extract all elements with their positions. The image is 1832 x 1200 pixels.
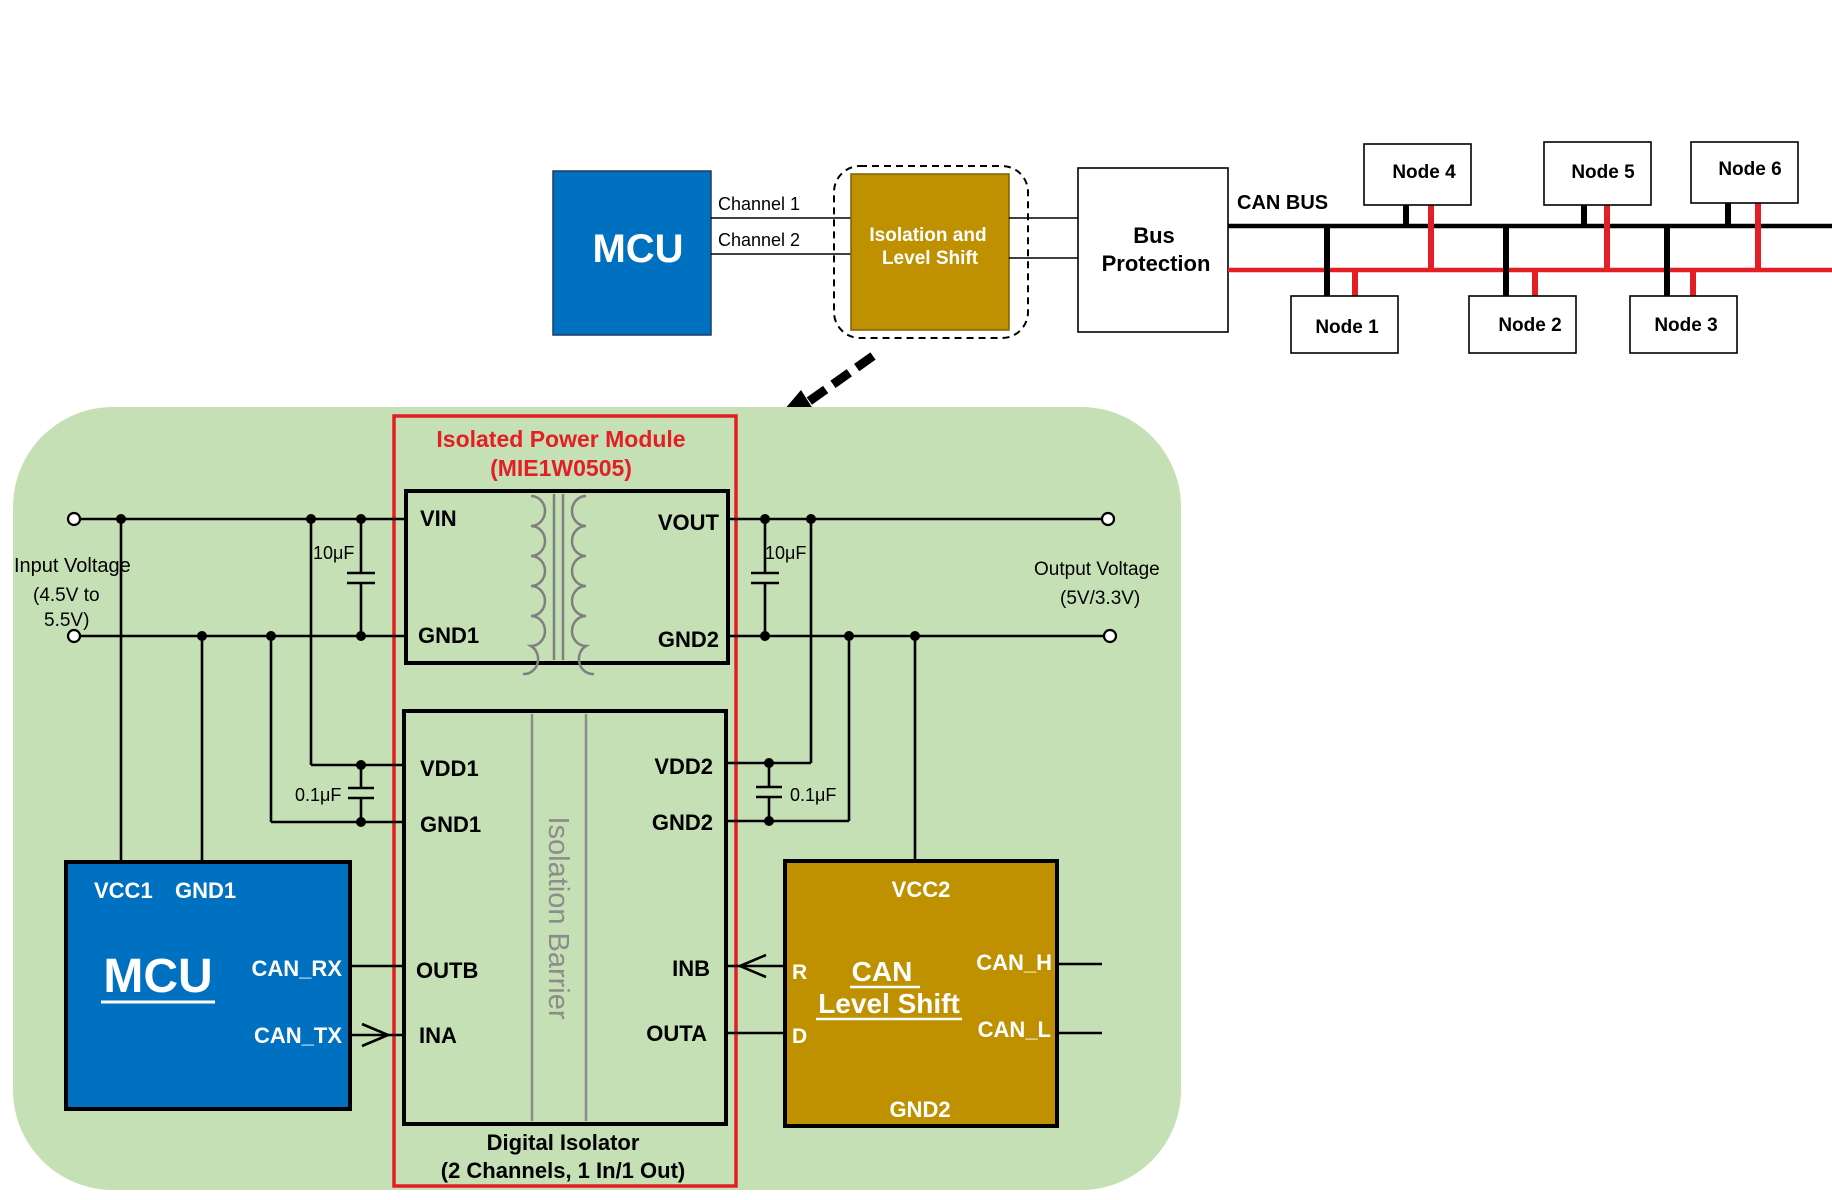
iso-vdd1-label: VDD1: [420, 756, 479, 781]
cap-out-bypass-label: 0.1μF: [790, 785, 836, 805]
can-vcc2-label: VCC2: [892, 877, 951, 902]
can-level-shift-block: [783, 859, 1059, 1128]
pm-vout-label: VOUT: [658, 510, 720, 535]
mcu-vcc1-label: VCC1: [94, 878, 153, 903]
zoom-arrow-shaft: [805, 352, 876, 406]
cap-in-bypass-label: 0.1μF: [295, 785, 341, 805]
input-voltage-label-2: (4.5V to: [33, 585, 100, 606]
digital-isolator-label-2: (2 Channels, 1 In/1 Out): [441, 1158, 685, 1183]
bus-protection-label-1: Bus: [1133, 223, 1175, 248]
power-module-box: [404, 489, 730, 665]
mcu-can-rx-label: CAN_RX: [252, 956, 343, 981]
node-2-label: Node 2: [1498, 315, 1561, 336]
overview-mcu-label: MCU: [592, 227, 683, 271]
overview-mcu-block: [552, 170, 712, 336]
vin-terminal: [66, 511, 82, 527]
channel-1-label: Channel 1: [718, 194, 800, 214]
isolated-module-outline: [392, 414, 738, 1188]
mcu-block: [64, 860, 352, 1111]
overview-isolation-block: [850, 173, 1010, 331]
node-6: Node 6: [1690, 141, 1799, 204]
overview-section: MCU Channel 1 Channel 2 Isolation and Le…: [552, 141, 1832, 423]
transformer-symbol: [522, 494, 595, 676]
input-voltage-label-3: 5.5V): [44, 610, 89, 631]
vout-terminal: [1100, 511, 1116, 527]
can-gnd2-label: GND2: [889, 1097, 950, 1122]
output-voltage-label-2: (5V/3.3V): [1060, 588, 1140, 609]
can-label-line-2: Level Shift: [818, 988, 960, 1019]
mcu-label: MCU: [103, 950, 212, 1003]
iso-outb-label: OUTB: [416, 958, 478, 983]
cap-in-bulk-label: 10μF: [313, 543, 354, 563]
overview-isolation-label-2: Level Shift: [882, 248, 979, 269]
node-6-label: Node 6: [1718, 159, 1781, 180]
gnd-in-terminal: [66, 628, 82, 644]
can-label-line-1: CAN: [852, 956, 913, 987]
mcu-can-tx-label: CAN_TX: [254, 1023, 342, 1048]
channel-2-label: Channel 2: [718, 230, 800, 250]
pm-gnd2-label: GND2: [658, 627, 719, 652]
node-5: Node 5: [1543, 141, 1652, 206]
power-module-part: (MIE1W0505): [490, 455, 632, 481]
iso-gnd2-label: GND2: [652, 810, 713, 835]
node-3: Node 3: [1629, 295, 1738, 354]
can-r-label: R: [792, 961, 807, 984]
node-1: Node 1: [1290, 295, 1399, 354]
cap-out-bulk-label: 10μF: [765, 543, 806, 563]
iso-gnd1-label: GND1: [420, 812, 481, 837]
output-voltage-label-1: Output Voltage: [1034, 559, 1160, 580]
overview-isolation-label-1: Isolation and: [869, 225, 986, 246]
pm-gnd1-label: GND1: [418, 623, 479, 648]
isolation-highlight-outline: [833, 165, 1029, 339]
input-voltage-label-1: Input Voltage: [14, 555, 131, 577]
node-3-label: Node 3: [1654, 315, 1717, 336]
digital-isolator-box: [402, 709, 728, 1126]
node-4-label: Node 4: [1392, 162, 1456, 183]
can-l-label: CAN_L: [978, 1017, 1051, 1042]
power-module-title: Isolated Power Module: [436, 426, 685, 452]
iso-outa-label: OUTA: [646, 1021, 707, 1046]
ina-arrow: [361, 1022, 392, 1048]
detail-section: Isolated Power Module (MIE1W0505) Input …: [13, 407, 1181, 1190]
node-5-label: Node 5: [1571, 162, 1635, 183]
bus-protection-label-2: Protection: [1102, 251, 1211, 276]
gnd-out-terminal: [1102, 628, 1118, 644]
can-d-label: D: [792, 1025, 807, 1048]
bus-protection-block: [1077, 167, 1229, 333]
inb-arrow: [736, 953, 767, 979]
digital-isolator-label-1: Digital Isolator: [487, 1130, 640, 1155]
iso-ina-label: INA: [419, 1023, 457, 1048]
node-2: Node 2: [1468, 295, 1577, 354]
can-h-label: CAN_H: [976, 950, 1052, 975]
node-4: Node 4: [1363, 143, 1472, 206]
isolation-barrier-label: Isolation Barrier: [542, 816, 574, 1019]
can-bus-label: CAN BUS: [1237, 192, 1328, 214]
iso-vdd2-label: VDD2: [654, 754, 713, 779]
mcu-gnd1-label: GND1: [175, 878, 236, 903]
iso-inb-label: INB: [672, 956, 710, 981]
pm-vin-label: VIN: [420, 506, 457, 531]
node-1-label: Node 1: [1315, 317, 1379, 338]
